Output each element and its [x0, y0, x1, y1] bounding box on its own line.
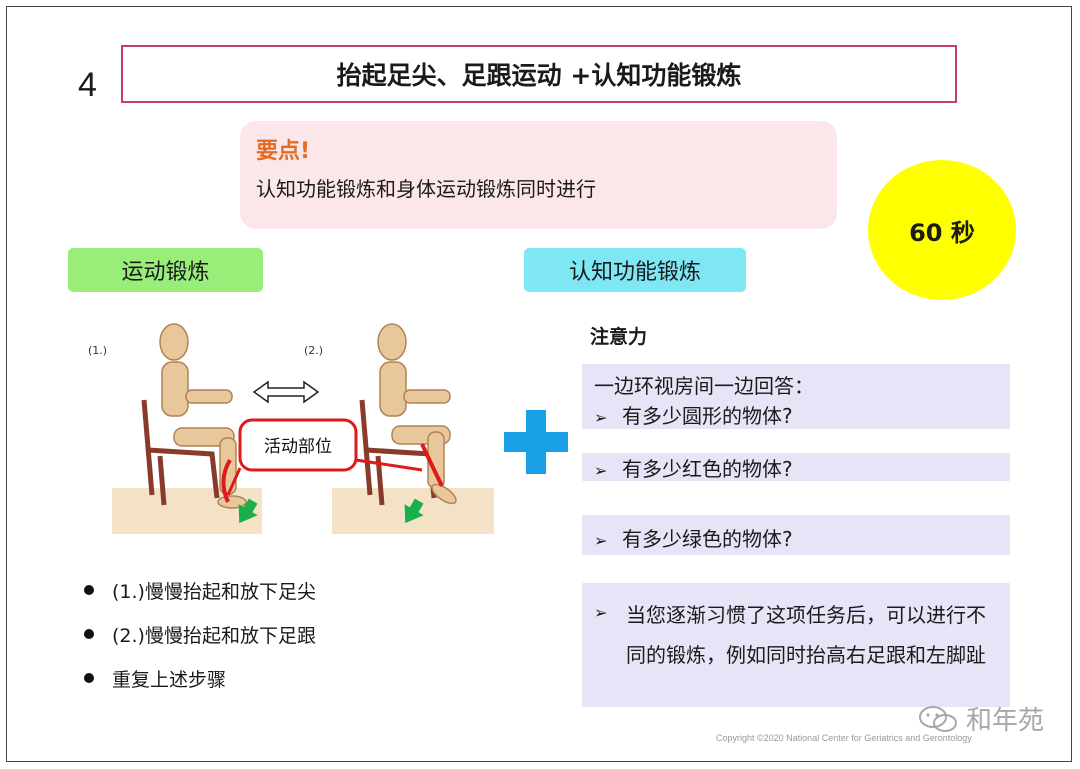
exercise-steps: (1.)慢慢抬起和放下足尖 (2.)慢慢抬起和放下足跟 重复上述步骤	[82, 568, 316, 700]
slide-number: 4	[78, 66, 97, 104]
key-points-title: 要点!	[256, 139, 311, 164]
key-points-text: 认知功能锻炼和身体运动锻炼同时进行	[256, 177, 596, 201]
question-panel-3: ➢ 有多少绿色的物体?	[582, 515, 1010, 555]
question-item: 有多少绿色的物体?	[622, 527, 793, 551]
bullet-icon	[84, 585, 94, 595]
list-item: (2.)慢慢抬起和放下足跟	[82, 612, 316, 656]
note-panel: ➢ 当您逐渐习惯了这项任务后，可以进行不同的锻炼，例如同时抬高右足跟和左脚趾	[582, 583, 1010, 707]
slide-frame	[6, 6, 1072, 762]
arrow-bullet-icon: ➢	[594, 461, 608, 480]
chair-left	[141, 399, 220, 506]
copyright-text: Copyright ©2020 National Center for Geri…	[716, 733, 972, 743]
slide-title: 抬起足尖、足跟运动 +认知功能锻炼	[121, 45, 957, 103]
wechat-icon	[919, 705, 957, 732]
arrow-bullet-icon: ➢	[594, 408, 608, 427]
callout-pointer-right	[355, 458, 423, 472]
key-points-box: 要点! 认知功能锻炼和身体运动锻炼同时进行	[240, 121, 837, 229]
step-label-2: (2.)	[304, 344, 323, 357]
bullet-icon	[84, 673, 94, 683]
exercise-tag: 运动锻炼	[68, 248, 263, 292]
question-panel-2: ➢ 有多少红色的物体?	[582, 453, 1010, 481]
list-item: (1.)慢慢抬起和放下足尖	[82, 568, 316, 612]
timer-badge: 60 秒	[868, 160, 1016, 300]
callout-box	[238, 418, 358, 472]
question-item: 有多少红色的物体?	[622, 457, 793, 481]
exercise-illustration: (1.) (2.) 活动部位	[88, 323, 494, 534]
question-intro: 一边环视房间一边回答：	[594, 374, 814, 398]
watermark: 和年苑	[918, 700, 1044, 737]
green-up-arrow-icon-right	[404, 498, 424, 524]
note-text: 当您逐渐习惯了这项任务后，可以进行不同的锻炼，例如同时抬高右足跟和左脚趾	[626, 603, 986, 667]
plus-icon	[504, 410, 568, 474]
double-arrow-icon	[252, 380, 320, 404]
highlight-arc-right	[420, 443, 444, 487]
bullet-icon	[84, 629, 94, 639]
arrow-bullet-icon: ➢	[594, 531, 608, 550]
cognitive-tag: 认知功能锻炼	[524, 248, 746, 292]
green-up-arrow-icon-left	[238, 498, 258, 524]
figure-right	[377, 323, 457, 505]
question-item: 有多少圆形的物体?	[622, 404, 793, 428]
attention-heading: 注意力	[590, 326, 648, 348]
arrow-bullet-icon: ➢	[594, 603, 608, 622]
callout-pointer-left	[226, 467, 242, 496]
watermark-text: 和年苑	[966, 706, 1045, 736]
list-item: 重复上述步骤	[82, 656, 316, 700]
step-label-1: (1.)	[88, 344, 107, 357]
question-panel-1: 一边环视房间一边回答： ➢ 有多少圆形的物体?	[582, 364, 1010, 429]
highlight-arc-left	[221, 458, 232, 503]
callout-text: 活动部位	[264, 437, 332, 457]
